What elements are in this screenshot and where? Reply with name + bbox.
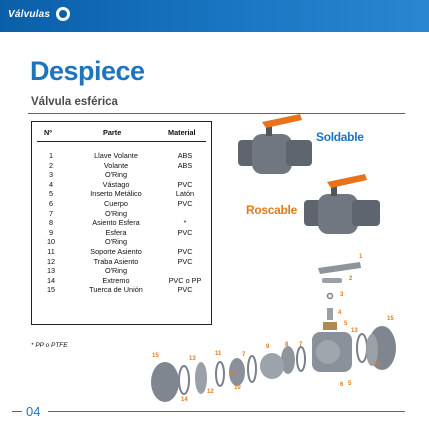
footer-divider (48, 411, 405, 412)
callout-soldable: Soldable (316, 130, 364, 144)
cell-material: PVC o PP (168, 275, 202, 285)
exploded-view-diagram (151, 262, 396, 402)
cell-number: 5 (48, 189, 54, 199)
part-label: 15 (152, 353, 159, 359)
part-label: 14 (181, 397, 188, 403)
cell-material: PVC (177, 179, 193, 189)
part-label: 13 (351, 328, 358, 334)
cell-number: 9 (48, 227, 54, 237)
part-label: 4 (338, 310, 342, 316)
roscable-valve-image (304, 174, 380, 234)
table-row: 4 Vástago PVC (31, 180, 212, 190)
callout-roscable: Roscable (246, 203, 297, 217)
cell-material: PVC (177, 227, 193, 237)
part-label: 9 (266, 344, 270, 350)
table-row: 6 Cuerpo PVC (31, 199, 212, 209)
cell-part: O'Ring (104, 237, 128, 247)
top-banner: Válvulas (0, 0, 429, 32)
part-label: 6 (340, 382, 344, 388)
cell-number: 3 (48, 170, 54, 180)
part-label: 11 (215, 351, 222, 357)
cell-number: 11 (47, 246, 55, 256)
part-label: 13 (229, 372, 236, 378)
cell-part: Inserto Metálico (90, 189, 142, 199)
cell-number: 4 (48, 179, 54, 189)
cell-part: O'Ring (104, 170, 128, 180)
part-label: 1 (359, 254, 363, 260)
cell-number: 6 (48, 198, 54, 208)
col-header-number: Nº (44, 128, 52, 137)
table-row: 14 Extremo PVC o PP (31, 276, 212, 286)
cell-part: O'Ring (104, 266, 128, 276)
part-label: 5 (344, 321, 348, 327)
cell-number: 2 (48, 160, 54, 170)
cell-part: Tuerca de Unión (89, 285, 143, 295)
cell-number: 7 (48, 208, 54, 218)
cell-part: Vástago (102, 179, 130, 189)
page-title: Despiece (30, 56, 145, 86)
cell-material: * (183, 218, 187, 228)
part-label: 7 (299, 342, 303, 348)
title-divider (28, 113, 405, 114)
cell-part: Llave Volante (94, 151, 138, 160)
table-row: 10 O'Ring (31, 237, 212, 247)
table-row: 7 O'Ring (31, 209, 212, 219)
cell-material: ABS (177, 160, 193, 170)
part-label: 13 (189, 356, 196, 362)
parts-table (31, 121, 212, 325)
page-subtitle: Válvula esférica (31, 96, 118, 108)
soldable-valve-image (238, 114, 312, 174)
cell-material: PVC (177, 285, 193, 295)
table-header-divider (37, 141, 206, 142)
part-label: 7 (242, 352, 246, 358)
cell-part: Traba Asiento (93, 256, 139, 266)
brand-logo-text: Válvulas (8, 9, 51, 20)
footer-dash (12, 411, 22, 412)
cell-number: 13 (46, 266, 56, 276)
cell-number: 15 (46, 285, 56, 295)
cell-number: 12 (46, 256, 56, 266)
table-row: 8 Asiento Esfera * (31, 218, 212, 228)
table-row: 11 Soporte Asiento PVC (31, 247, 212, 257)
table-row: 13 O'Ring (31, 266, 212, 276)
table-row: 9 Esfera PVC (31, 228, 212, 238)
table-row: 12 Traba Asiento PVC (31, 257, 212, 267)
part-label: 15 (387, 316, 394, 322)
cell-number: 10 (46, 237, 56, 247)
cell-material: PVC (177, 256, 193, 266)
cell-part: Soporte Asiento (90, 246, 142, 256)
cell-material: PVC (177, 198, 193, 208)
table-row: 3 O'Ring (31, 170, 212, 180)
part-label: 12 (207, 389, 214, 395)
cell-number: 8 (48, 218, 54, 228)
table-footnote: * PP o PTFE (31, 342, 68, 349)
cell-part: Extremo (102, 275, 130, 285)
table-row: 1 Llave Volante ABS (31, 151, 212, 161)
table-row: 15 Tuerca de Unión PVC (31, 285, 212, 295)
cell-part: Cuerpo (104, 198, 128, 208)
cell-part: Asiento Esfera (92, 218, 140, 228)
col-header-material: Material (168, 128, 196, 137)
cell-number: 14 (46, 275, 56, 285)
cell-part: Esfera (105, 227, 127, 237)
part-label: 2 (349, 276, 353, 282)
part-label: 5 (348, 381, 352, 387)
part-label: 3 (340, 292, 344, 298)
cell-part: Volante (103, 160, 129, 170)
col-header-part: Parte (103, 128, 122, 137)
part-label: 8 (285, 342, 289, 348)
cell-material: Latón (175, 189, 195, 199)
table-row: 2 Volante ABS (31, 161, 212, 171)
table-row: 5 Inserto Metálico Latón (31, 189, 212, 199)
cell-part: O'Ring (104, 208, 128, 218)
cell-material: ABS (177, 151, 193, 160)
cell-number: 1 (48, 151, 54, 160)
part-label: 14 (374, 362, 381, 368)
cell-material: PVC (177, 246, 193, 256)
page-number: 04 (26, 404, 41, 419)
brand-logo-icon (56, 7, 70, 21)
part-label: 10 (234, 385, 241, 391)
